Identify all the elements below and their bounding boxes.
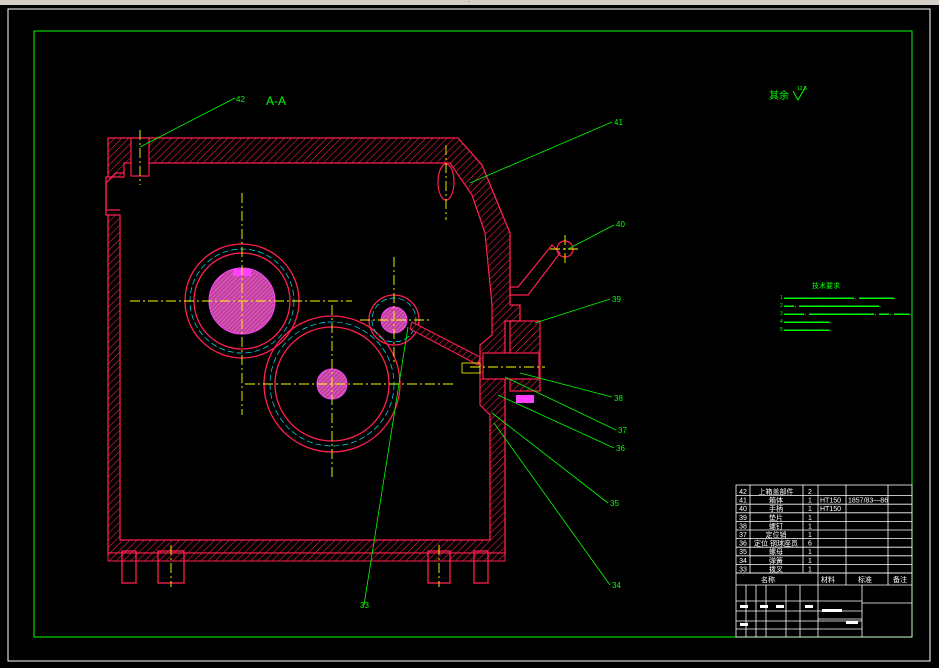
parts-cell-material: HT150	[820, 498, 841, 505]
tech-req-line: 5 ▬▬▬▬▬▬▬▬▬。	[780, 327, 834, 333]
oil-slot	[437, 145, 455, 220]
parts-cell-name: 箱体	[769, 496, 783, 505]
parts-cell-name: 螺母	[769, 547, 783, 556]
balloon-39: 39	[612, 295, 621, 304]
tech-req-line: 3 ▬▬▬▬，▬▬▬▬▬▬▬▬▬▬▬▬▬，▬▬，▬▬▬。	[780, 311, 914, 317]
tech-requirements: 技术要求 1 ▬▬▬▬▬▬▬▬▬▬▬▬▬▬，▬▬▬▬▬▬▬。 2 ▬▬，▬▬▬▬…	[780, 281, 914, 333]
parts-cell-no: 37	[739, 532, 747, 539]
parts-cell-no: 42	[739, 489, 747, 496]
svg-text:12.5: 12.5	[797, 86, 807, 92]
parts-cell-name: 定位 钢球座员	[754, 539, 798, 548]
tech-req-line: 4 ▬▬▬▬▬▬▬▬▬。	[780, 319, 834, 325]
lower-gear[interactable]	[245, 305, 455, 480]
parts-cell-no: 40	[739, 506, 747, 513]
parts-cell-qty: 1	[808, 515, 812, 522]
shift-fork[interactable]	[409, 321, 481, 374]
leader-lines	[139, 97, 617, 606]
parts-cell-no: 38	[739, 523, 747, 530]
parts-cell-name: 拨叉	[769, 564, 783, 573]
surface-note-text: 其余	[769, 89, 789, 102]
balloon-42: 42	[236, 95, 245, 104]
inner-frame	[33, 30, 913, 638]
parts-cell-no: 33	[739, 566, 747, 573]
header-name: 名称	[761, 575, 775, 584]
cad-drawing-canvas[interactable]: A-A 其余 12.5	[0, 5, 939, 668]
balloon-38: 38	[614, 394, 623, 403]
balloon-41: 41	[614, 118, 623, 127]
window-titlebar: .	[0, 0, 939, 5]
parts-cell-name: 上箱盖部件	[759, 487, 794, 496]
parts-cell-material: HT150	[820, 506, 841, 513]
parts-cell-no: 41	[739, 498, 747, 505]
parts-cell-no: 34	[739, 558, 747, 565]
parts-cell-qty: 1	[808, 523, 812, 530]
title-block	[736, 585, 912, 637]
parts-cell-qty: 6	[808, 541, 812, 548]
parts-cell-qty: 1	[808, 532, 812, 539]
parts-cell-no: 39	[739, 515, 747, 522]
parts-cell-name: 定位销	[766, 530, 787, 539]
shift-lever[interactable]	[470, 235, 580, 403]
upper-gear[interactable]	[130, 193, 352, 415]
parts-cell-qty: 1	[808, 498, 812, 505]
parts-cell-qty: 1	[808, 558, 812, 565]
idler-gear[interactable]	[360, 257, 430, 365]
balloon-34: 34	[612, 581, 621, 590]
balloon-36: 36	[616, 444, 625, 453]
titlebar-mark: .	[468, 0, 470, 4]
balloon-35: 35	[610, 499, 619, 508]
balloon-33: 33	[360, 601, 369, 610]
housing-feet	[107, 545, 506, 587]
section-label: A-A	[266, 94, 286, 108]
parts-cell-qty: 2	[808, 489, 812, 496]
parts-cell-no: 35	[739, 549, 747, 556]
parts-cell-name: 手柄	[769, 504, 783, 513]
parts-cell-no: 36	[739, 541, 747, 548]
gearbox-housing[interactable]	[105, 137, 521, 554]
parts-cell-name: 螺钉	[769, 521, 783, 530]
outer-frame	[7, 8, 931, 662]
parts-cell-name: 弹簧	[769, 556, 783, 565]
parts-cell-qty: 1	[808, 566, 812, 573]
part-balloons: 42 41 40 39 38 37 36 35 34 33	[236, 95, 627, 610]
parts-cell-standard: 1857/83—86	[848, 498, 888, 505]
balloon-40: 40	[616, 220, 625, 229]
tech-req-line: 1 ▬▬▬▬▬▬▬▬▬▬▬▬▬▬，▬▬▬▬▬▬▬。	[780, 295, 899, 301]
tech-req-line: 2 ▬▬，▬▬▬▬▬▬▬▬▬▬▬▬▬▬▬▬。	[780, 303, 884, 309]
header-remark: 备注	[893, 575, 907, 584]
balloon-37: 37	[618, 426, 627, 435]
bolt-boss-left	[130, 130, 150, 185]
header-material: 材料	[821, 575, 835, 584]
header-standard: 标准	[858, 575, 872, 584]
tech-req-title: 技术要求	[812, 281, 840, 290]
surface-roughness-icon: 12.5	[792, 85, 807, 102]
parts-cell-name: 垫片	[769, 513, 783, 522]
parts-cell-qty: 1	[808, 506, 812, 513]
parts-cell-qty: 1	[808, 549, 812, 556]
